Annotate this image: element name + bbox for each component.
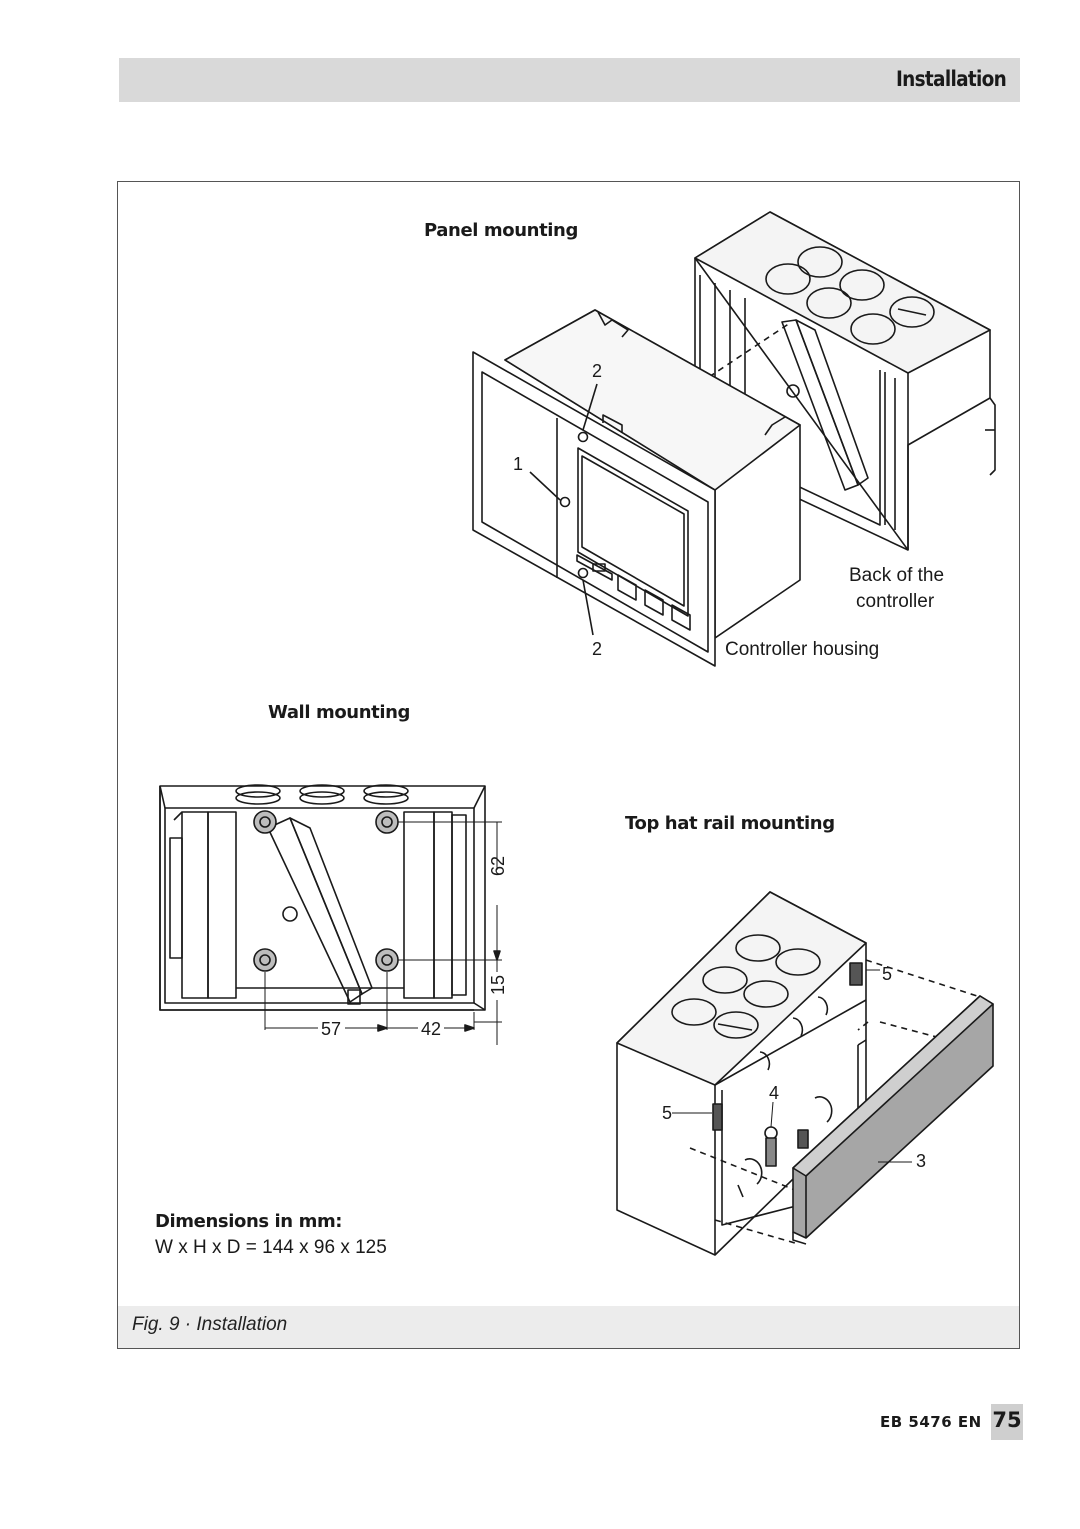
dimension-57: 57 — [321, 1019, 342, 1039]
callout-5-right: 5 — [882, 964, 893, 984]
callout-2-bottom: 2 — [592, 639, 603, 659]
dimensions-value: W x H x D = 144 x 96 x 125 — [155, 1237, 387, 1258]
dimension-15: 15 — [488, 974, 508, 995]
controller-housing-label: Controller housing — [725, 639, 880, 660]
callout-1: 1 — [513, 454, 524, 474]
callout-3: 3 — [916, 1151, 927, 1171]
page-section-title: Installation — [895, 67, 1007, 91]
figure-caption: Fig. 9 · Installation — [132, 1314, 288, 1335]
figure-caption-bar: Fig. 9 · Installation — [118, 1306, 1019, 1348]
back-of-controller-label-line2: controller — [856, 591, 935, 612]
top-hat-rail-drawing — [616, 891, 994, 1256]
dimension-42: 42 — [421, 1019, 442, 1039]
page-number-box: 75 — [991, 1404, 1023, 1440]
mounting-hole-icon — [253, 810, 399, 972]
callout-4: 4 — [769, 1083, 780, 1103]
back-of-controller-label-line1: Back of the — [849, 565, 945, 586]
wall-mounting-drawing — [159, 784, 502, 1045]
panel-mounting-title: Panel mounting — [424, 220, 578, 241]
dimensions-title: Dimensions in mm: — [155, 1211, 343, 1232]
callout-5-left: 5 — [662, 1103, 673, 1123]
controller-housing-drawing — [472, 309, 801, 667]
document-code: EB 5476 EN — [880, 1413, 982, 1431]
dimension-62: 62 — [488, 855, 508, 876]
header-bar: Installation — [119, 58, 1020, 102]
page-number: 75 — [992, 1408, 1022, 1432]
top-hat-rail-title: Top hat rail mounting — [625, 813, 835, 834]
wall-mounting-title: Wall mounting — [268, 702, 410, 723]
callout-2-top: 2 — [592, 361, 603, 381]
